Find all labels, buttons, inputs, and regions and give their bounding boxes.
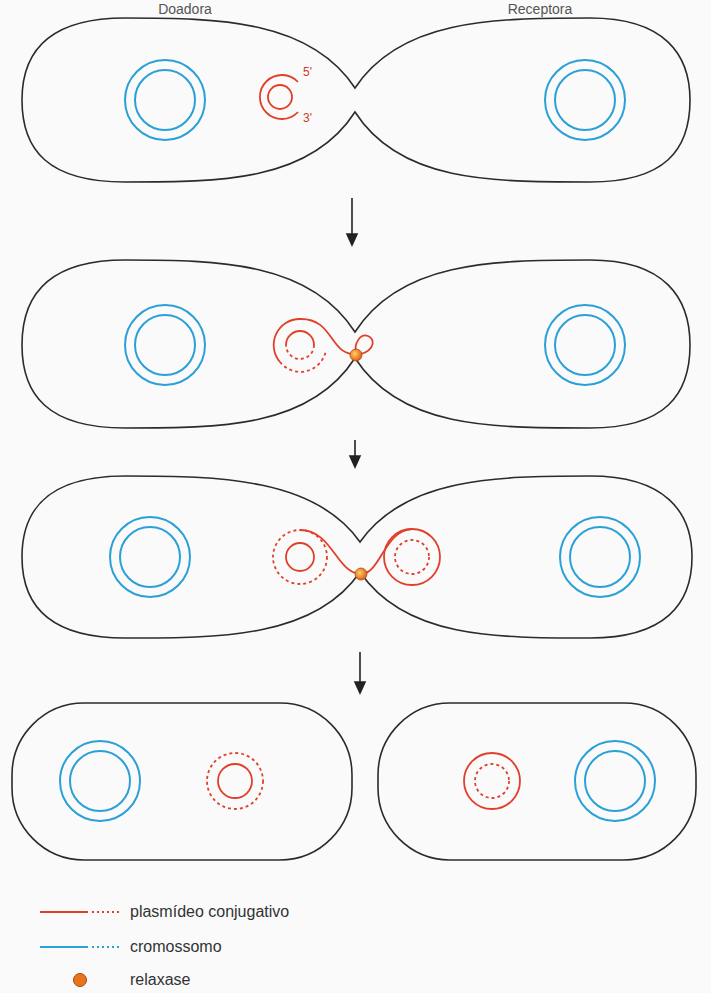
recipient-cell-outline	[378, 703, 696, 860]
legend-text: cromossomo	[130, 938, 222, 956]
legend-text: plasmídeo conjugativo	[130, 903, 289, 921]
legend-row: cromossomo	[40, 935, 222, 959]
strand-end-label: 5'	[303, 66, 312, 79]
cell-heading: Receptora	[508, 2, 573, 17]
plasmids	[207, 75, 520, 809]
legend-swatch	[73, 973, 87, 987]
legend-line-sample	[40, 942, 120, 952]
legend-row: plasmídeo conjugativo	[40, 900, 289, 924]
cell-pair-outline	[22, 18, 690, 182]
cell-pair-outline	[22, 260, 690, 428]
cell-outlines	[12, 18, 696, 860]
strand-end-label: 3'	[303, 112, 312, 125]
chromosomes	[60, 60, 655, 821]
relaxase-dots	[350, 349, 367, 580]
donor-cell-outline	[12, 703, 352, 860]
legend-text: relaxase	[130, 971, 190, 989]
legend-row: relaxase	[40, 968, 190, 992]
cell-pair-outline	[22, 476, 692, 638]
cell-heading: Doadora	[158, 2, 212, 17]
stage-arrows	[347, 198, 365, 693]
legend-line-sample	[40, 907, 120, 917]
